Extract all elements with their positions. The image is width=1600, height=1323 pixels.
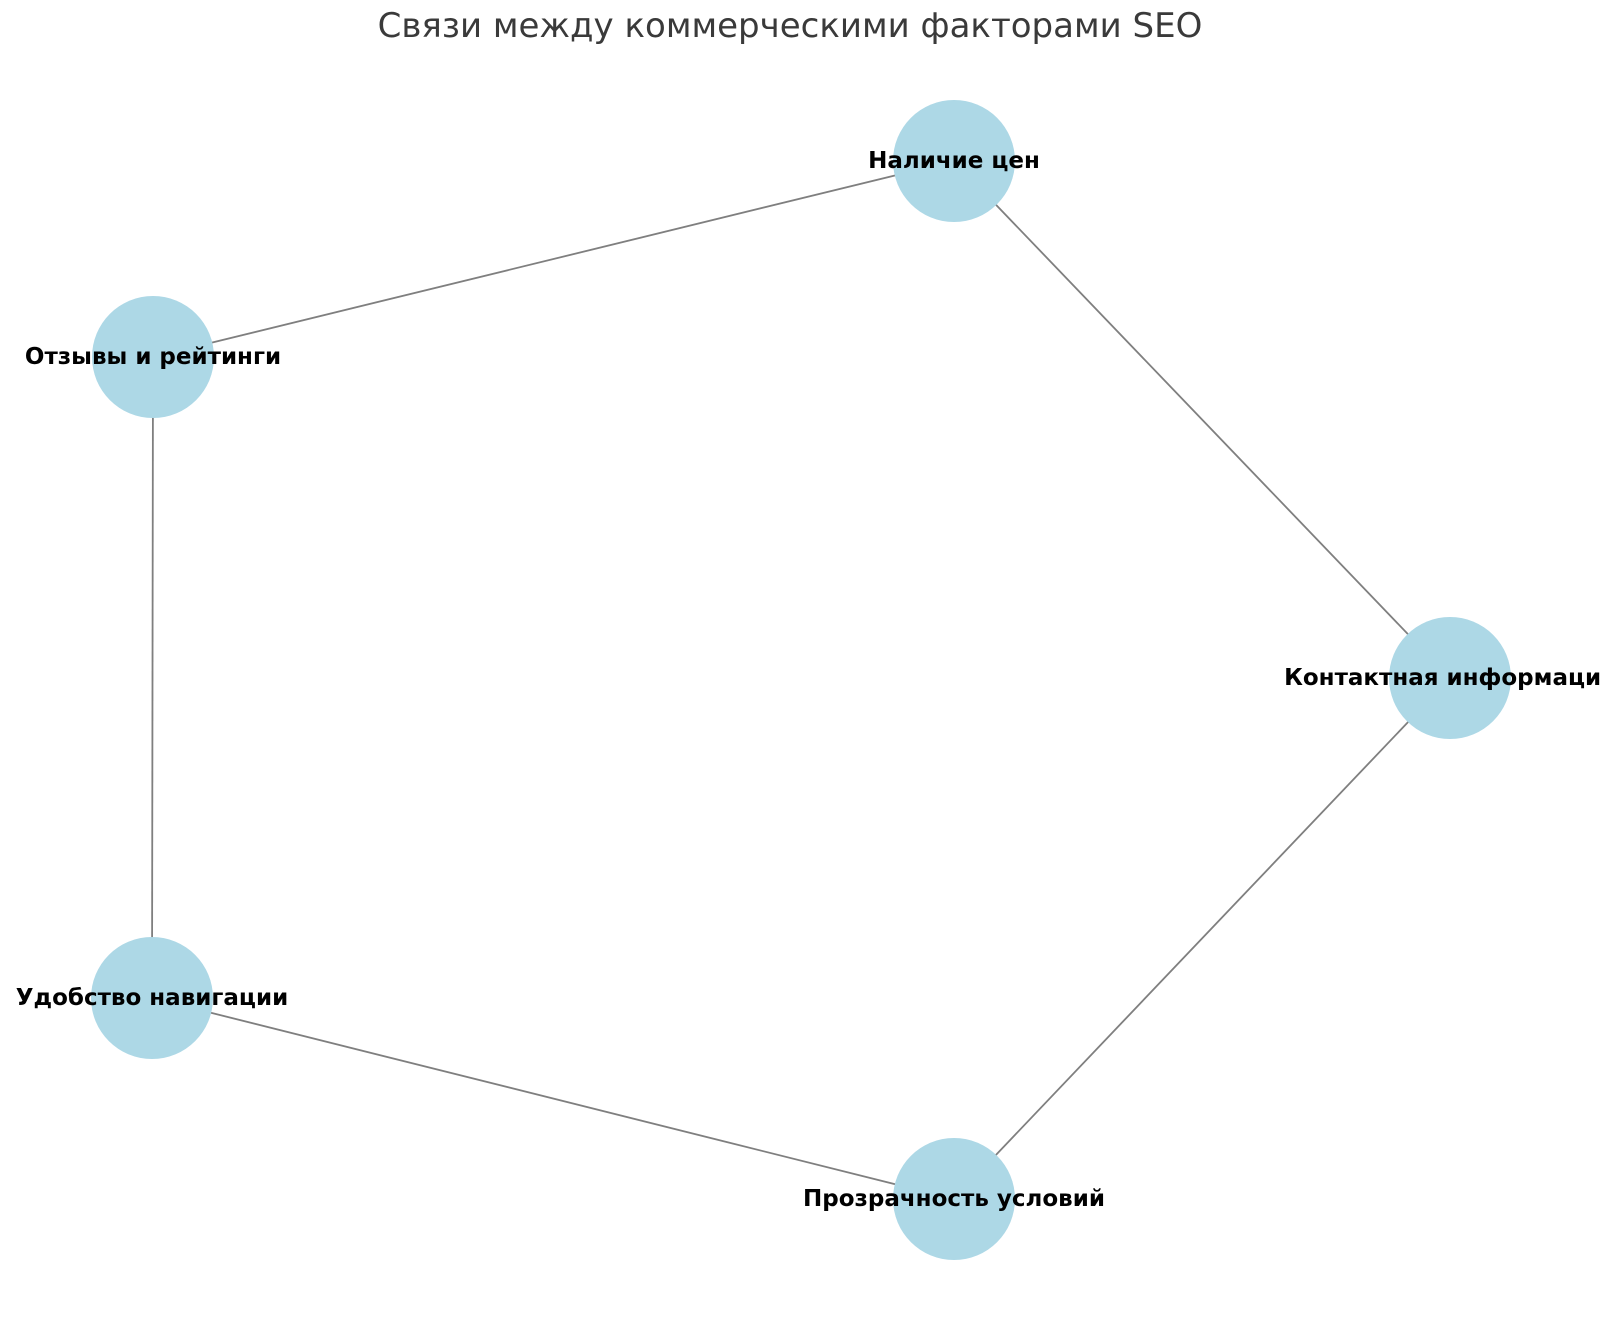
graph-edge-reviews-navigation bbox=[151, 356, 154, 999]
chart-title: Связи между коммерческими факторами SEO bbox=[377, 6, 1203, 46]
graph-edge-prices-contact bbox=[953, 160, 1451, 679]
graph-node-reviews bbox=[92, 296, 214, 418]
graph-node-label-navigation: Удобство навигации bbox=[16, 985, 288, 1011]
graph-node-label-prices: Наличие цен bbox=[868, 148, 1040, 174]
graph-node-contact bbox=[1389, 617, 1511, 739]
graph-node-label-transparency: Прозрачность условий bbox=[803, 1186, 1105, 1212]
graph-edge-navigation-transparency bbox=[151, 997, 955, 1200]
graph-node-navigation bbox=[91, 937, 213, 1059]
graph-edge-transparency-contact bbox=[953, 677, 1451, 1200]
graph-edge-prices-reviews bbox=[152, 160, 955, 358]
graph-node-label-contact: Контактная информация bbox=[1284, 665, 1600, 691]
graph-node-transparency bbox=[893, 1138, 1015, 1260]
graph-node-prices bbox=[893, 100, 1015, 222]
graph-node-label-reviews: Отзывы и рейтинги bbox=[25, 344, 281, 370]
